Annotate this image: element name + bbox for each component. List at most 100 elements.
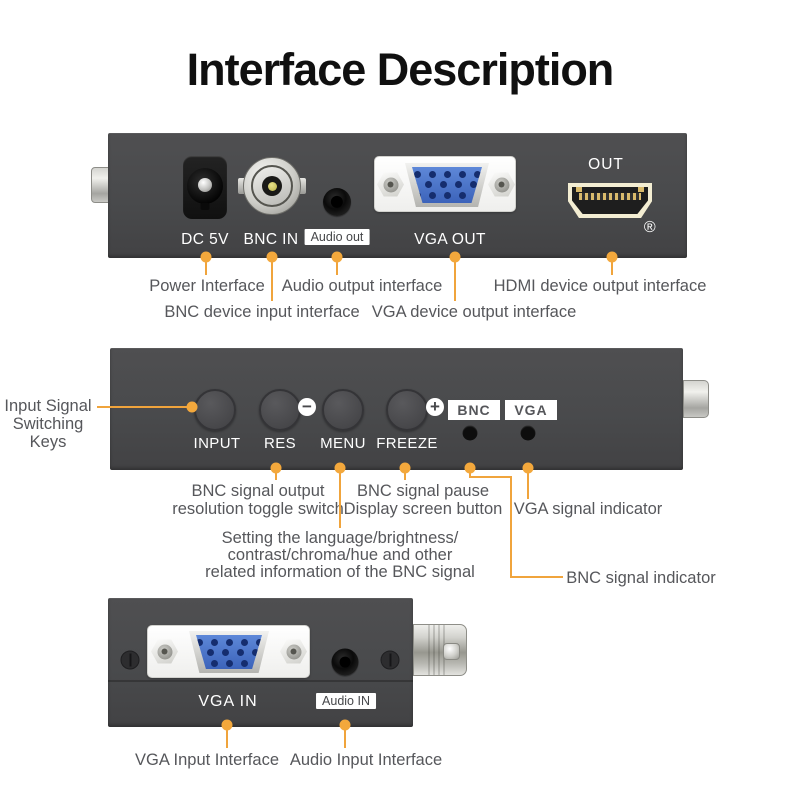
hdmi-pins-icon bbox=[579, 193, 641, 200]
leader-dot bbox=[464, 462, 476, 474]
vga-screw-core bbox=[157, 644, 172, 659]
registered-trademark-mark: ® bbox=[643, 219, 657, 236]
leader-dot bbox=[339, 719, 351, 731]
bnc-lug bbox=[297, 178, 306, 194]
res-button bbox=[259, 389, 301, 431]
callout-audio-input: Audio Input Interface bbox=[289, 751, 443, 769]
side-connector-stub bbox=[683, 380, 709, 418]
callout-freeze-line1: BNC signal pause bbox=[356, 482, 490, 500]
freeze-button-label: FREEZE bbox=[376, 435, 438, 452]
vga-dsub bbox=[189, 631, 269, 673]
callout-input-keys-line3: Keys bbox=[29, 433, 67, 451]
leader-line bbox=[271, 257, 273, 301]
dc-power-jack bbox=[183, 156, 227, 219]
minus-icon: − bbox=[298, 398, 316, 416]
leader-line bbox=[611, 257, 613, 275]
screw-icon bbox=[380, 650, 400, 670]
panel-seam bbox=[108, 680, 413, 682]
hdmi-pad bbox=[576, 187, 582, 192]
leader-dot bbox=[399, 462, 411, 474]
input-button-label: INPUT bbox=[193, 435, 241, 452]
vga-screw-post-icon bbox=[488, 172, 515, 197]
hdmi-pad bbox=[638, 187, 644, 192]
vga-indicator-led bbox=[520, 425, 536, 441]
leader-dot bbox=[186, 401, 198, 413]
callout-res-line1: BNC signal output bbox=[191, 482, 325, 500]
vga-screw-core bbox=[494, 177, 509, 192]
callout-bnc-input: BNC device input interface bbox=[164, 303, 360, 321]
bnc-indicator-led bbox=[462, 425, 478, 441]
callout-input-keys-line1: Input Signal bbox=[4, 397, 92, 415]
leader-dot bbox=[522, 462, 534, 474]
vga-screw-core bbox=[286, 644, 301, 659]
vga-in-label: VGA IN bbox=[198, 693, 258, 710]
callout-input-keys-line2: Switching bbox=[12, 415, 84, 433]
vga-screw-post-icon bbox=[151, 639, 178, 664]
callout-audio-output: Audio output interface bbox=[281, 277, 443, 295]
leader-line bbox=[404, 468, 406, 480]
hdmi-out-label: OUT bbox=[588, 156, 624, 173]
vga-pin-holes bbox=[412, 167, 482, 203]
callout-vga-input: VGA Input Interface bbox=[134, 751, 280, 769]
leader-line bbox=[336, 257, 338, 275]
leader-line bbox=[226, 725, 228, 748]
callout-vga-indicator: VGA signal indicator bbox=[513, 500, 663, 518]
menu-button bbox=[322, 389, 364, 431]
audio-out-jack bbox=[323, 188, 351, 216]
callout-menu-line3: related information of the BNC signal bbox=[205, 563, 475, 581]
leader-line bbox=[469, 476, 512, 478]
callout-vga-output: VGA device output interface bbox=[371, 303, 577, 321]
hdmi-out-port bbox=[568, 183, 652, 218]
bnc-in-label: BNC IN bbox=[243, 231, 299, 248]
callout-menu-line2: contrast/chroma/hue and other bbox=[227, 546, 453, 564]
plus-icon: + bbox=[426, 398, 444, 416]
callout-menu-line1: Setting the language/brightness/ bbox=[221, 529, 459, 547]
leader-dot bbox=[331, 251, 343, 263]
audio-in-badge: Audio IN bbox=[316, 693, 376, 709]
bnc-bayonet-pin bbox=[443, 643, 460, 660]
callout-bnc-indicator: BNC signal indicator bbox=[566, 569, 716, 587]
vga-indicator-badge: VGA bbox=[505, 400, 557, 420]
leader-line bbox=[275, 468, 277, 480]
leader-line bbox=[205, 257, 207, 275]
leader-dot bbox=[606, 251, 618, 263]
vga-screw-post-icon bbox=[377, 172, 404, 197]
vga-out-label: VGA OUT bbox=[414, 231, 486, 248]
vga-screw-post-icon bbox=[280, 639, 307, 664]
dc-jack-notch bbox=[200, 203, 210, 210]
input-button bbox=[194, 389, 236, 431]
leader-dot bbox=[334, 462, 346, 474]
vga-out-connector bbox=[374, 156, 516, 212]
vga-pin-holes bbox=[196, 635, 262, 669]
callout-freeze-line2: Display screen button bbox=[343, 500, 503, 518]
bnc-side-connector bbox=[413, 624, 467, 676]
screw-icon bbox=[120, 650, 140, 670]
vga-screw-core bbox=[383, 177, 398, 192]
bnc-center-pin bbox=[267, 181, 277, 191]
leader-line bbox=[511, 576, 563, 578]
audio-in-jack bbox=[331, 648, 359, 676]
page-title: Interface Description bbox=[186, 44, 615, 95]
dc-jack-pin bbox=[198, 178, 212, 192]
leader-dot bbox=[270, 462, 282, 474]
bnc-indicator-badge: BNC bbox=[448, 400, 500, 420]
leader-line bbox=[344, 725, 346, 748]
leader-line bbox=[339, 468, 341, 528]
hdmi-port-cavity bbox=[572, 187, 648, 214]
leader-dot bbox=[221, 719, 233, 731]
callout-hdmi-output: HDMI device output interface bbox=[493, 277, 707, 295]
bnc-lug bbox=[238, 178, 247, 194]
leader-line bbox=[97, 406, 192, 408]
leader-dot bbox=[200, 251, 212, 263]
callout-power-interface: Power Interface bbox=[149, 277, 265, 295]
vga-in-connector bbox=[147, 625, 310, 678]
vga-dsub bbox=[405, 163, 489, 207]
menu-button-label: MENU bbox=[320, 435, 366, 452]
leader-line bbox=[454, 257, 456, 301]
audio-out-badge: Audio out bbox=[304, 229, 370, 245]
leader-dot bbox=[266, 251, 278, 263]
leader-line bbox=[510, 476, 512, 578]
dc-5v-label: DC 5V bbox=[181, 231, 229, 248]
leader-dot bbox=[449, 251, 461, 263]
